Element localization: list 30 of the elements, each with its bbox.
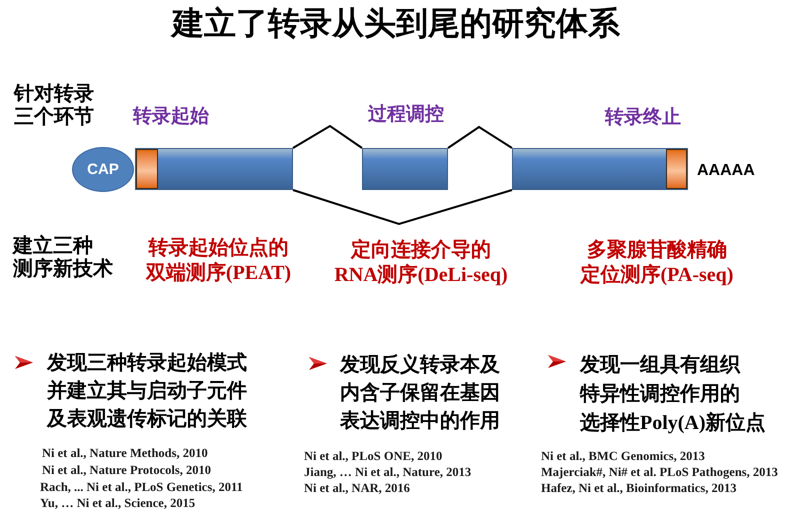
splice-line xyxy=(292,189,512,226)
citation: Ni et al., NAR, 2016 xyxy=(304,480,410,497)
row-heading: 建立三种测序新技术 xyxy=(13,235,114,281)
stage-label: 转录起始 xyxy=(133,105,209,128)
citation: Ni et al., PLoS ONE, 2010 xyxy=(304,448,442,465)
citation: Ni et al., BMC Genomics, 2013 xyxy=(541,448,705,465)
citation: Ni et al., Nature Protocols, 2010 xyxy=(42,462,211,479)
cap-ellipse: CAP xyxy=(72,147,134,192)
citation: Majerciak#, Ni# et al. PLoS Pathogens, 2013 xyxy=(541,464,778,481)
splice-line xyxy=(292,124,363,149)
stage-label: 过程调控 xyxy=(368,103,444,126)
citation: Rach, ... Ni et al., PLoS Genetics, 2011 xyxy=(40,479,243,496)
citation: Hafez, Ni et al., Bioinformatics, 2013 xyxy=(541,480,736,497)
exon-bar xyxy=(362,148,448,190)
citation: Yu, … Ni et al., Science, 2015 xyxy=(40,495,196,512)
exon-bar xyxy=(135,148,293,190)
tail-label: AAAAA xyxy=(697,161,755,181)
stage-label: 转录终止 xyxy=(605,106,681,129)
method-label: 多聚腺苷酸精确定位测序(PA-seq) xyxy=(579,238,734,288)
title: 建立了转录从头到尾的研究体系 xyxy=(172,4,620,43)
finding-text: 发现一组具有组织特异性调控作用的选择性Poly(A)新位点 xyxy=(580,353,767,436)
citation: Ni et al., Nature Methods, 2010 xyxy=(42,445,208,462)
exon-bar xyxy=(512,148,688,190)
finding-text: 发现三种转录起始模式并建立其与启动子元件及表观遗传标记的关联 xyxy=(47,351,248,432)
citation: Jiang, … Ni et al., Nature, 2013 xyxy=(304,464,472,481)
row-heading: 针对转录三个环节 xyxy=(14,83,95,129)
finding-text: 发现反义转录本及内含子保留在基因表达调控中的作用 xyxy=(340,352,501,434)
method-label: 定向连接介导的RNA测序(DeLi-seq) xyxy=(333,238,509,288)
splice-line xyxy=(447,126,513,149)
method-label: 转录起始位点的双端测序(PEAT) xyxy=(144,236,292,286)
